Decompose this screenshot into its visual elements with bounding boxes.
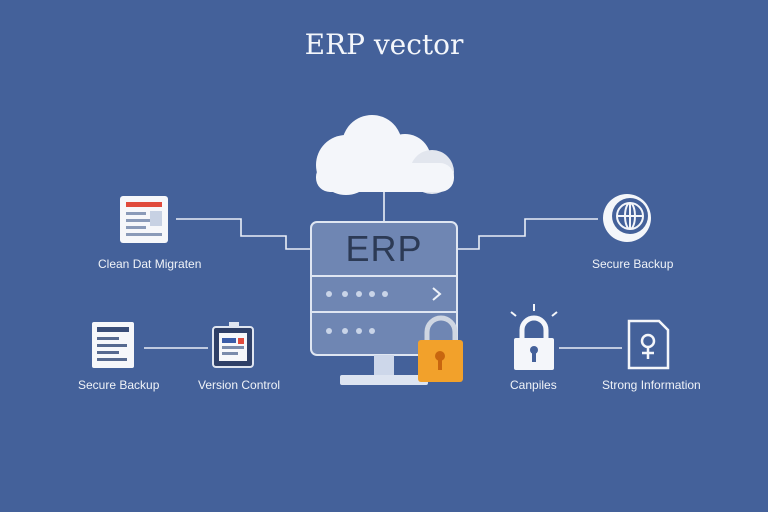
node-label-version-control: Version Control bbox=[198, 378, 281, 392]
node-label-secure-backup-top: Secure Backup bbox=[592, 257, 674, 271]
node-label-strong-information: Strong Information bbox=[602, 378, 701, 392]
connector-lines bbox=[144, 190, 622, 349]
erp-server-label: ERP bbox=[345, 228, 423, 269]
white-padlock-icon bbox=[510, 304, 558, 370]
erp-server-icon bbox=[310, 221, 458, 385]
left-top-connector bbox=[176, 218, 311, 250]
cloud-icon bbox=[316, 115, 454, 195]
right-top-connector bbox=[457, 218, 598, 250]
node-label-clean-data-migration: Clean Dat Migraten bbox=[98, 257, 202, 271]
node-label-secure-backup-bottom: Secure Backup bbox=[78, 378, 160, 392]
padlock-icon bbox=[418, 315, 463, 382]
document-icon bbox=[120, 196, 168, 243]
id-card-icon bbox=[212, 322, 254, 368]
page-title: ERP vector bbox=[304, 28, 464, 61]
list-document-icon bbox=[92, 322, 134, 368]
file-pin-icon bbox=[627, 319, 670, 370]
globe-icon bbox=[603, 194, 651, 242]
node-label-canpiles: Canpiles bbox=[510, 378, 557, 392]
